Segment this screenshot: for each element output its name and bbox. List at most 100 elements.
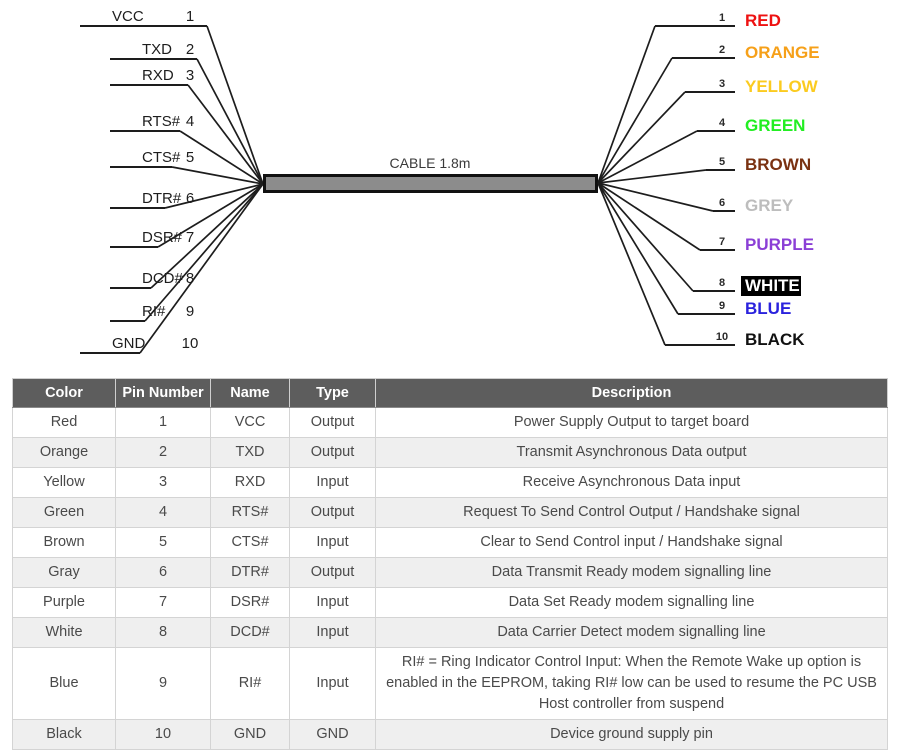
left-pin-number-5: 5	[186, 149, 194, 166]
right-pin-number-2: 2	[719, 44, 725, 56]
cell-type: Input	[289, 647, 376, 721]
right-pin-number-9: 9	[719, 300, 725, 312]
right-color-label-yellow: YELLOW	[745, 77, 819, 96]
right-wire-pin-5	[597, 169, 707, 184]
right-pin-number-6: 6	[719, 197, 725, 209]
left-pin-number-9: 9	[186, 303, 194, 320]
left-wire-pin-10	[139, 183, 264, 354]
left-pin-name-3: RXD	[142, 67, 174, 84]
cell-description: RI# = Ring Indicator Control Input: When…	[375, 647, 888, 721]
cell-color: Purple	[12, 587, 116, 619]
right-wire-pin-1	[597, 25, 656, 184]
left-pin-name-4: RTS#	[142, 113, 181, 130]
left-pin-name-10: GND	[112, 335, 146, 352]
right-color-label-red: RED	[745, 11, 781, 30]
cell-pin-number: 7	[115, 587, 211, 619]
cell-pin-number: 4	[115, 497, 211, 529]
cell-name: DCD#	[210, 617, 290, 649]
cell-color: Orange	[12, 437, 116, 469]
cell-type: Input	[289, 527, 376, 559]
right-pin-number-1: 1	[719, 12, 725, 24]
cell-pin-number: 6	[115, 557, 211, 589]
left-wire-pin-9	[144, 183, 264, 322]
left-pin-number-8: 8	[186, 270, 194, 287]
cell-color: Blue	[12, 647, 116, 721]
cell-color: Yellow	[12, 467, 116, 499]
cell-description: Power Supply Output to target board	[375, 406, 888, 439]
cell-name: RXD	[210, 467, 290, 499]
column-header-pin-number: Pin Number	[115, 378, 211, 408]
column-header-name: Name	[210, 378, 290, 408]
left-pin-number-3: 3	[186, 67, 194, 84]
left-wire-pin-5	[171, 166, 264, 185]
right-pin-number-10: 10	[716, 331, 728, 343]
right-pin-number-7: 7	[719, 236, 725, 248]
left-pin-number-4: 4	[186, 113, 194, 130]
cell-type: Input	[289, 617, 376, 649]
cell-description: Data Transmit Ready modem signalling lin…	[375, 557, 888, 589]
cell-pin-number: 2	[115, 437, 211, 469]
left-pin-number-1: 1	[186, 8, 194, 25]
cell-type: Output	[289, 406, 376, 439]
left-pin-number-7: 7	[186, 229, 194, 246]
left-pin-number-10: 10	[182, 335, 199, 352]
column-header-type: Type	[289, 378, 376, 408]
cell-type: Input	[289, 467, 376, 499]
cell-description: Clear to Send Control input / Handshake …	[375, 527, 888, 559]
right-wire-group	[597, 25, 714, 346]
right-pin-number-8: 8	[719, 277, 725, 289]
right-color-label-white: WHITE	[745, 276, 800, 295]
cell-description: Transmit Asynchronous Data output	[375, 437, 888, 469]
right-color-label-green: GREEN	[745, 116, 805, 135]
cell-pin-number: 1	[115, 406, 211, 439]
left-pin-name-8: DCD#	[142, 270, 183, 287]
cell-pin-number: 5	[115, 527, 211, 559]
cell-pin-number: 8	[115, 617, 211, 649]
right-color-label-brown: BROWN	[745, 155, 811, 174]
right-color-label-black: BLACK	[745, 330, 805, 349]
right-color-label-grey: GREY	[745, 196, 794, 215]
cell-description: Device ground supply pin	[375, 719, 888, 750]
cell-color: Green	[12, 497, 116, 529]
cell-type: Output	[289, 497, 376, 529]
left-pin-name-6: DTR#	[142, 190, 182, 207]
cell-name: CTS#	[210, 527, 290, 559]
pinout-table-container: Color Pin Number Name Type Description R…	[12, 378, 888, 750]
left-pin-number-2: 2	[186, 41, 194, 58]
right-wire-pin-9	[597, 182, 679, 315]
cell-color: Red	[12, 406, 116, 439]
cable-body	[263, 174, 598, 193]
left-pin-name-2: TXD	[142, 41, 172, 58]
cell-pin-number: 10	[115, 719, 211, 750]
right-color-label-orange: ORANGE	[745, 43, 820, 62]
cell-type: Output	[289, 557, 376, 589]
right-wire-pin-10	[597, 182, 666, 346]
cell-color: Brown	[12, 527, 116, 559]
right-wire-pin-3	[597, 91, 686, 184]
right-wire-pin-4	[597, 130, 698, 184]
cell-color: White	[12, 617, 116, 649]
left-pin-name-9: RI#	[142, 303, 166, 320]
left-wire-pin-3	[187, 84, 264, 185]
cell-type: GND	[289, 719, 376, 750]
left-pin-name-5: CTS#	[142, 149, 181, 166]
cell-type: Output	[289, 437, 376, 469]
right-color-label-highlight-8	[741, 276, 801, 296]
cell-description: Data Set Ready modem signalling line	[375, 587, 888, 619]
cell-name: VCC	[210, 406, 290, 439]
left-wire-pin-4	[179, 130, 264, 185]
cable-length-label: CABLE 1.8m	[390, 155, 471, 171]
